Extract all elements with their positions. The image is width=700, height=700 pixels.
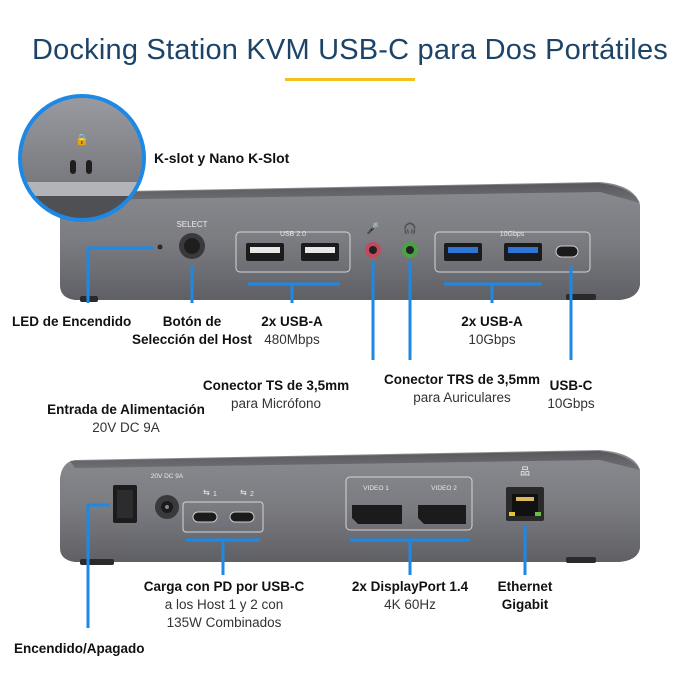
svg-text:🎧: 🎧: [403, 222, 417, 235]
svg-text:⇆: ⇆: [240, 488, 247, 497]
port2-label: 2: [250, 491, 254, 498]
led-label: LED de Encendido: [12, 314, 132, 329]
select-button-label: Botón de Selección del Host: [131, 314, 253, 347]
usb-a-10g-label: 2x USB-A 10Gbps: [461, 314, 523, 347]
top-device: 🎤 🎧: [60, 182, 640, 302]
usbc-pd-label: Carga con PD por USB-C a los Host 1 y 2 …: [143, 579, 305, 630]
select-label: SELECT: [176, 220, 207, 229]
svg-text:🎤: 🎤: [366, 221, 380, 235]
video2-label: VIDEO 2: [431, 485, 457, 492]
svg-text:品: 品: [520, 466, 530, 478]
usb2-label: USB 2.0: [280, 231, 306, 238]
tengbps-label: 10Gbps: [500, 231, 525, 238]
headphones-label: Conector TRS de 3,5mm para Auriculares: [383, 372, 541, 405]
svg-text:🔒: 🔒: [75, 133, 89, 146]
displayport-label: 2x DisplayPort 1.4 4K 60Hz: [351, 579, 469, 612]
power-input-label: Entrada de Alimentación 20V DC 9A: [47, 402, 205, 435]
page-title: Docking Station KVM USB-C para Dos Portá…: [32, 34, 668, 66]
title-underline: [285, 78, 415, 81]
kslot-label: K-slot y Nano K-Slot: [154, 150, 290, 166]
bottom-device: ⇆ ⇆ 品: [60, 450, 640, 565]
mic-label: Conector TS de 3,5mm para Micrófono: [202, 378, 350, 411]
dc-label: 20V DC 9A: [151, 473, 184, 480]
usb-c-label: USB-C 10Gbps: [547, 378, 595, 411]
port1-label: 1: [213, 491, 217, 498]
power-switch-label: Encendido/Apagado: [14, 641, 145, 656]
ethernet-label: Ethernet Gigabit: [497, 579, 553, 612]
svg-text:⇆: ⇆: [203, 488, 210, 497]
video1-label: VIDEO 1: [363, 485, 389, 492]
led-indicator: [157, 244, 163, 250]
usb-a-480-label: 2x USB-A 480Mbps: [261, 314, 323, 347]
